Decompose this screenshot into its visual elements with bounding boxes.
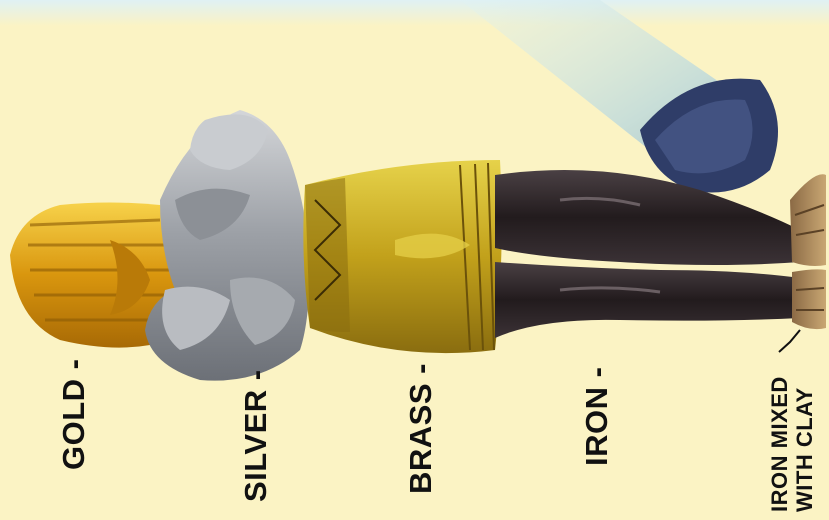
brass-belly bbox=[303, 160, 501, 353]
label-iron: IRON - bbox=[581, 367, 612, 466]
label-iron-clay-line1: IRON MIXED bbox=[767, 376, 792, 512]
label-iron-clay-line2: WITH CLAY bbox=[792, 376, 817, 512]
clay-feet bbox=[790, 174, 826, 329]
label-iron-clay: IRON MIXED WITH CLAY bbox=[767, 376, 818, 512]
label-gold: GOLD - bbox=[58, 359, 89, 471]
label-brass: BRASS - bbox=[405, 363, 436, 494]
label-silver: SILVER - bbox=[240, 369, 271, 502]
